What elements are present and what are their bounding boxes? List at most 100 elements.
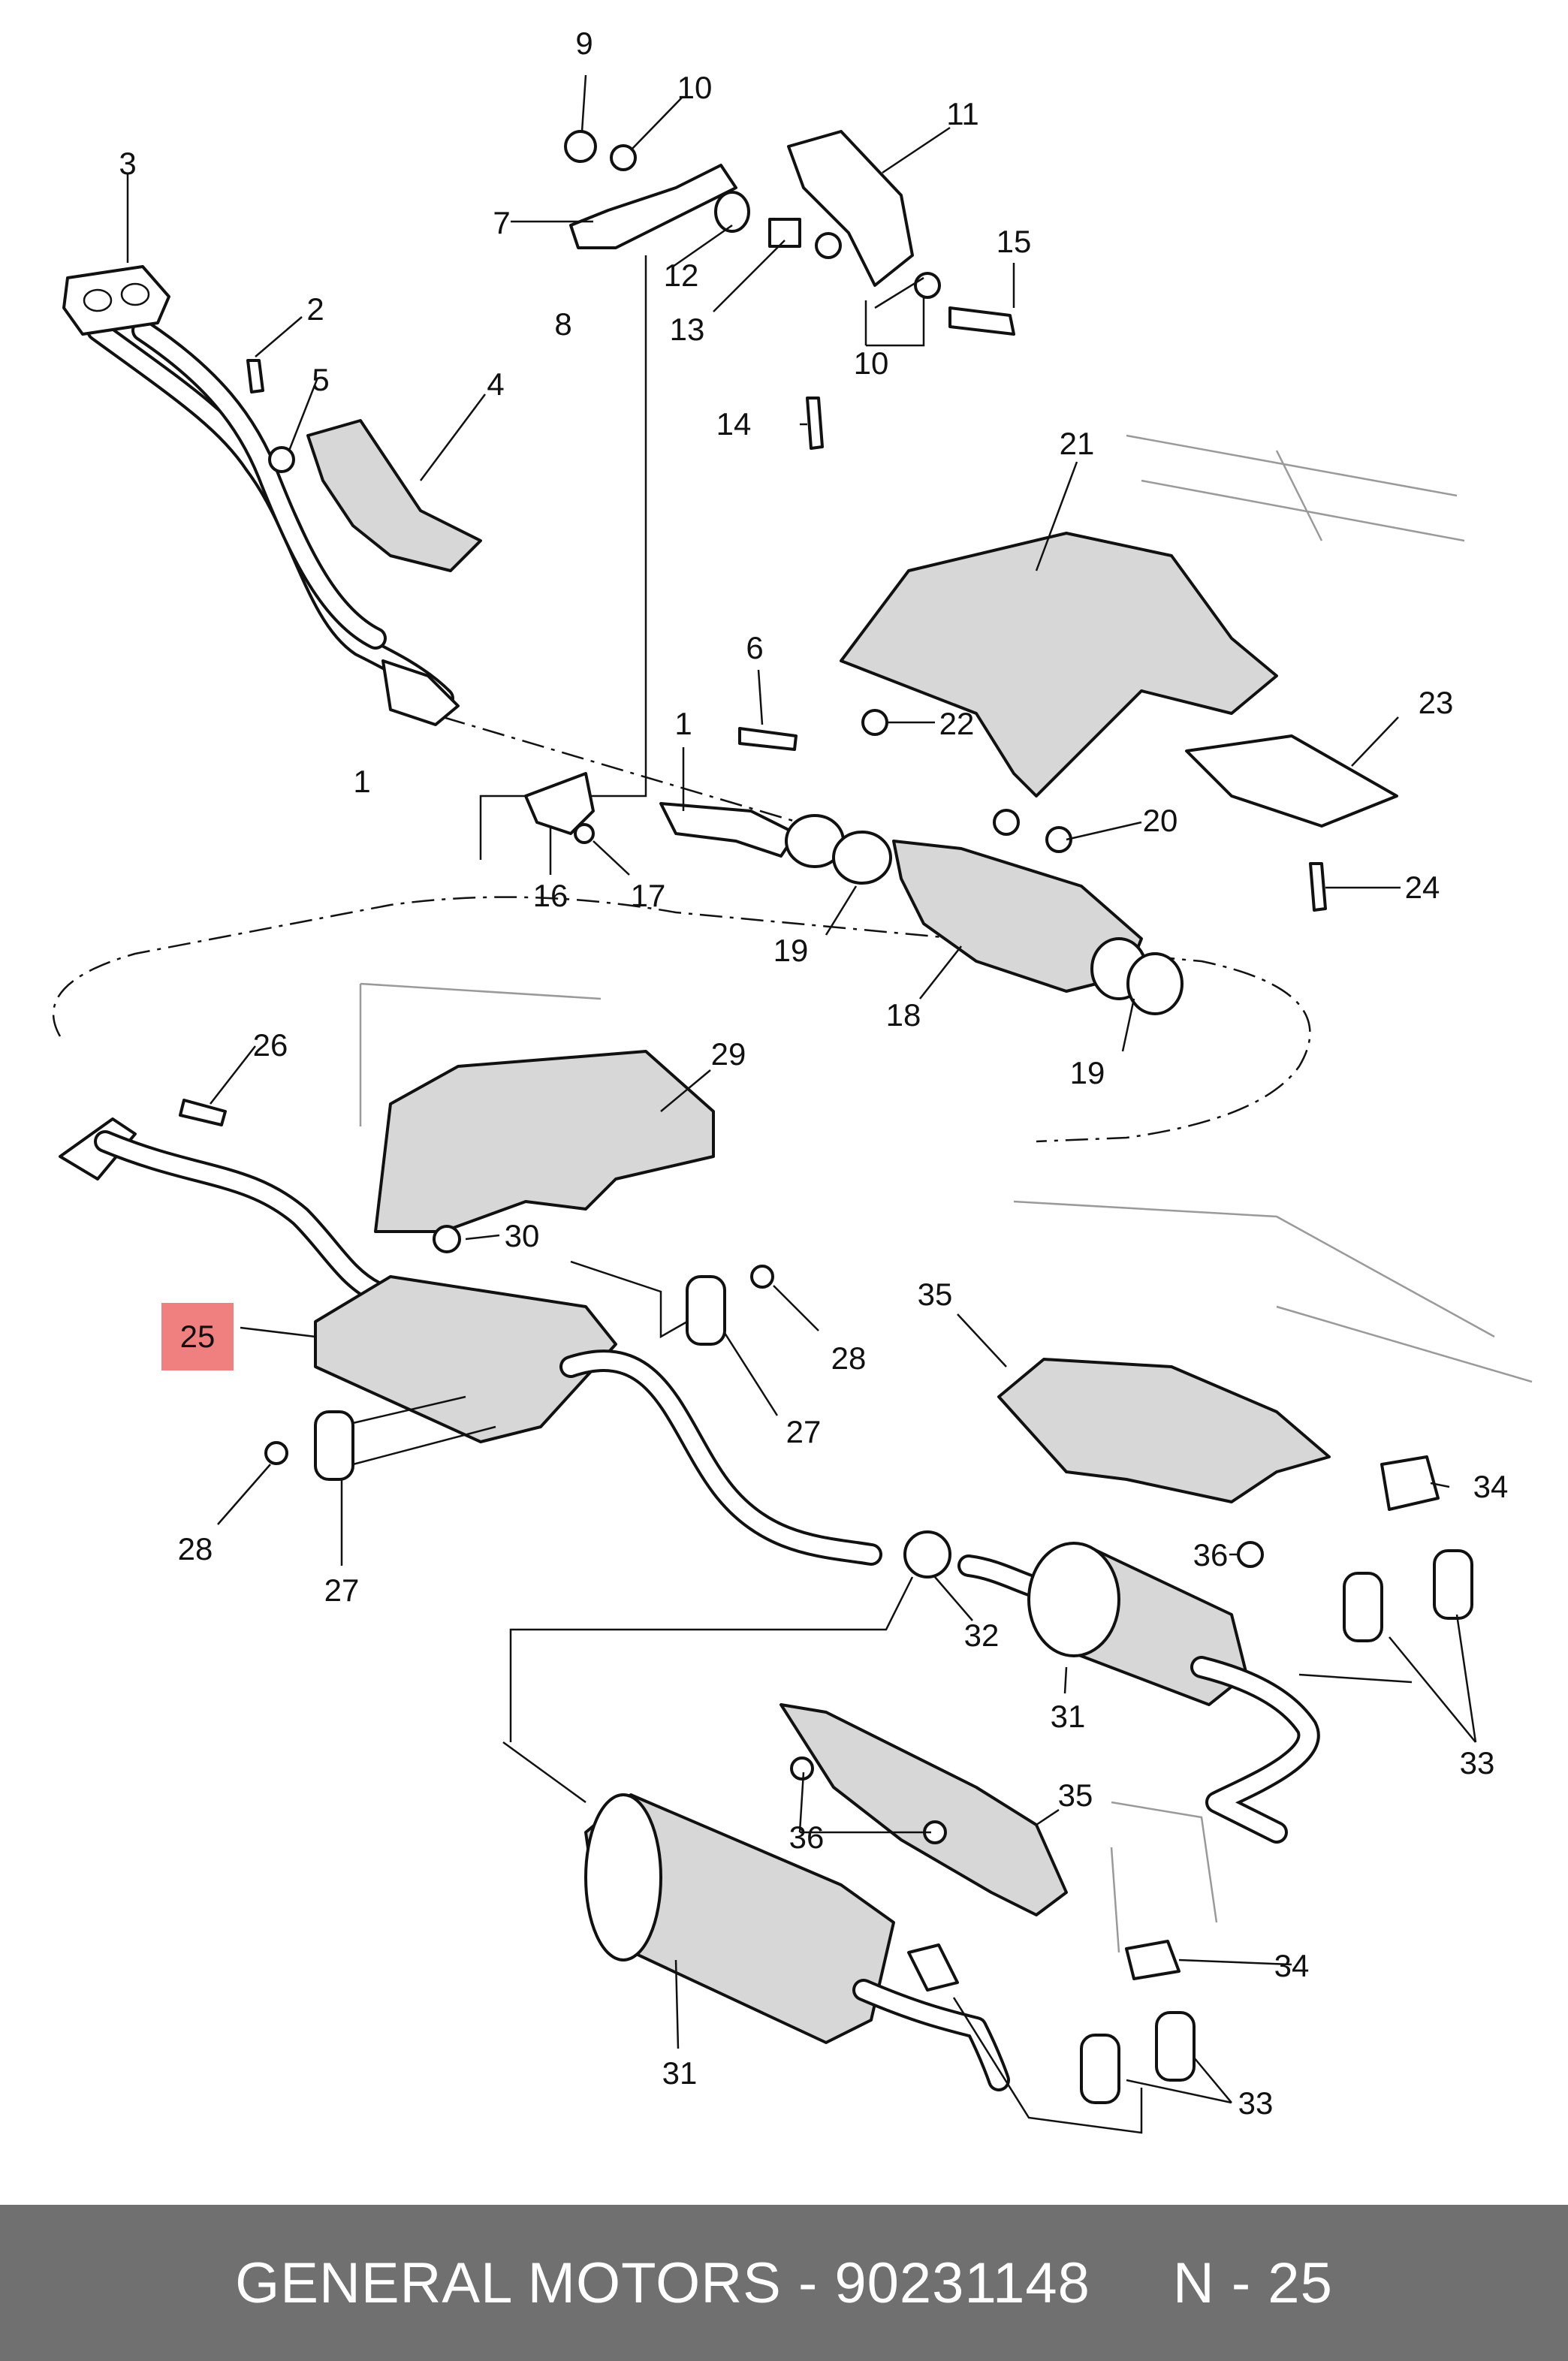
callout-9: 9 [575,26,593,61]
leader-line [509,1576,1413,1742]
rear-muffler [957,1542,1320,1844]
callout-11: 11 [946,96,979,131]
washer [264,1441,288,1465]
rear-floor-outline [1013,1200,1533,1383]
heat-shield-rear-detail [779,1703,1068,1916]
callout-5: 5 [312,362,329,397]
callout-10: 10 [677,70,713,105]
floor-outline [359,982,602,1126]
callout-1: 1 [353,764,370,799]
leader-line [352,1260,688,1466]
callout-34: 34 [1274,1948,1310,1983]
nut [433,1225,461,1253]
rear-body-outline [1110,1801,1218,1953]
center-section-outline [52,896,1311,1143]
nut [268,446,295,473]
callout-10: 10 [854,345,889,381]
bolt [246,359,264,394]
manifold-flange [62,265,170,336]
callout-23: 23 [1419,685,1454,720]
callout-1: 1 [674,706,692,741]
front-pipe-link [442,716,812,828]
callout-32: 32 [964,1618,1000,1653]
washer [610,144,637,171]
rubber-hanger [1343,1572,1383,1642]
callout-33: 33 [1460,1745,1495,1781]
callout-15: 15 [997,224,1032,259]
pipe-clamp [524,772,595,835]
manifold-heat-shield [306,419,482,572]
driveshaft-outline [1126,434,1465,542]
callout-30: 30 [505,1218,540,1253]
callout-12: 12 [664,258,699,293]
callout-25: 25 [180,1319,216,1354]
callout-33: 33 [1238,2085,1274,2121]
washer [750,1265,774,1289]
callout-29: 29 [711,1036,746,1072]
bracket [569,164,737,249]
callout-16: 16 [533,878,568,913]
callout-8: 8 [554,306,571,342]
callout-22: 22 [939,706,975,741]
footer-bar: GENERAL MOTORS - 90231148 N - 25 [0,2205,1568,2361]
callout-18: 18 [886,997,921,1033]
heat-shield-middle [374,1050,715,1233]
callout-31: 31 [1051,1699,1086,1734]
callout-21: 21 [1060,426,1095,461]
rubber-hanger [686,1275,726,1346]
spacer [768,218,801,248]
front-exhaust-pipe [86,319,460,726]
callout-6: 6 [746,630,763,665]
callout-3: 3 [119,146,136,181]
washer [815,232,842,259]
callout-28: 28 [178,1531,213,1566]
bolt [806,397,824,450]
rubber-hanger [314,1410,354,1481]
callout-34: 34 [1473,1469,1509,1504]
callout-labels: 1 1 2 3 4 5 6 7 8 9 10 10 11 12 13 14 15… [119,26,1508,2121]
support-plate [1185,734,1398,828]
rubber-hanger [1433,1549,1473,1620]
intermediate-pipe-with-muffler [59,1117,882,1566]
callout-26: 26 [253,1027,288,1063]
flange-gasket [903,1530,951,1579]
rubber-bush [714,191,750,233]
callout-28: 28 [831,1340,867,1376]
rubber-block [1125,1940,1181,1980]
diagram-reference: N - 25 [1172,2251,1333,2315]
callout-leaders [126,74,1477,2104]
nut [861,709,888,736]
bolt [738,727,798,751]
nut [790,1756,814,1781]
rubber-block [1380,1455,1440,1511]
callout-27: 27 [324,1572,360,1608]
callout-17: 17 [631,878,666,913]
callout-2: 2 [306,291,324,327]
callout-35: 35 [918,1277,953,1312]
heat-shield-rear [997,1358,1331,1503]
rear-muffler-detail [584,1793,1010,2091]
catalytic-converter [659,802,1184,1015]
hanger-bracket [787,130,914,287]
bolt [1309,862,1327,912]
rubber-hanger [1155,2011,1196,2082]
callout-13: 13 [670,312,705,347]
nut [574,823,595,844]
bolt [179,1099,227,1126]
callout-36: 36 [1193,1537,1229,1572]
nut [564,130,597,163]
callout-27: 27 [786,1414,822,1449]
exhaust-system-diagram: 1 1 2 3 4 5 6 7 8 9 10 10 11 12 13 14 15… [52,26,1533,2134]
callout-36: 36 [789,1820,825,1855]
flange-hole [120,282,150,306]
callout-4: 4 [487,366,504,402]
callout-19: 19 [773,933,809,968]
heat-shield-upper [840,532,1278,798]
leader-line [502,1741,586,1804]
leader-line [952,1997,1143,2134]
callout-31: 31 [662,2055,698,2091]
callout-19: 19 [1070,1055,1105,1090]
brand-part-number: GENERAL MOTORS - 90231148 [235,2251,1090,2315]
nut [1237,1541,1264,1568]
callout-20: 20 [1143,803,1178,838]
